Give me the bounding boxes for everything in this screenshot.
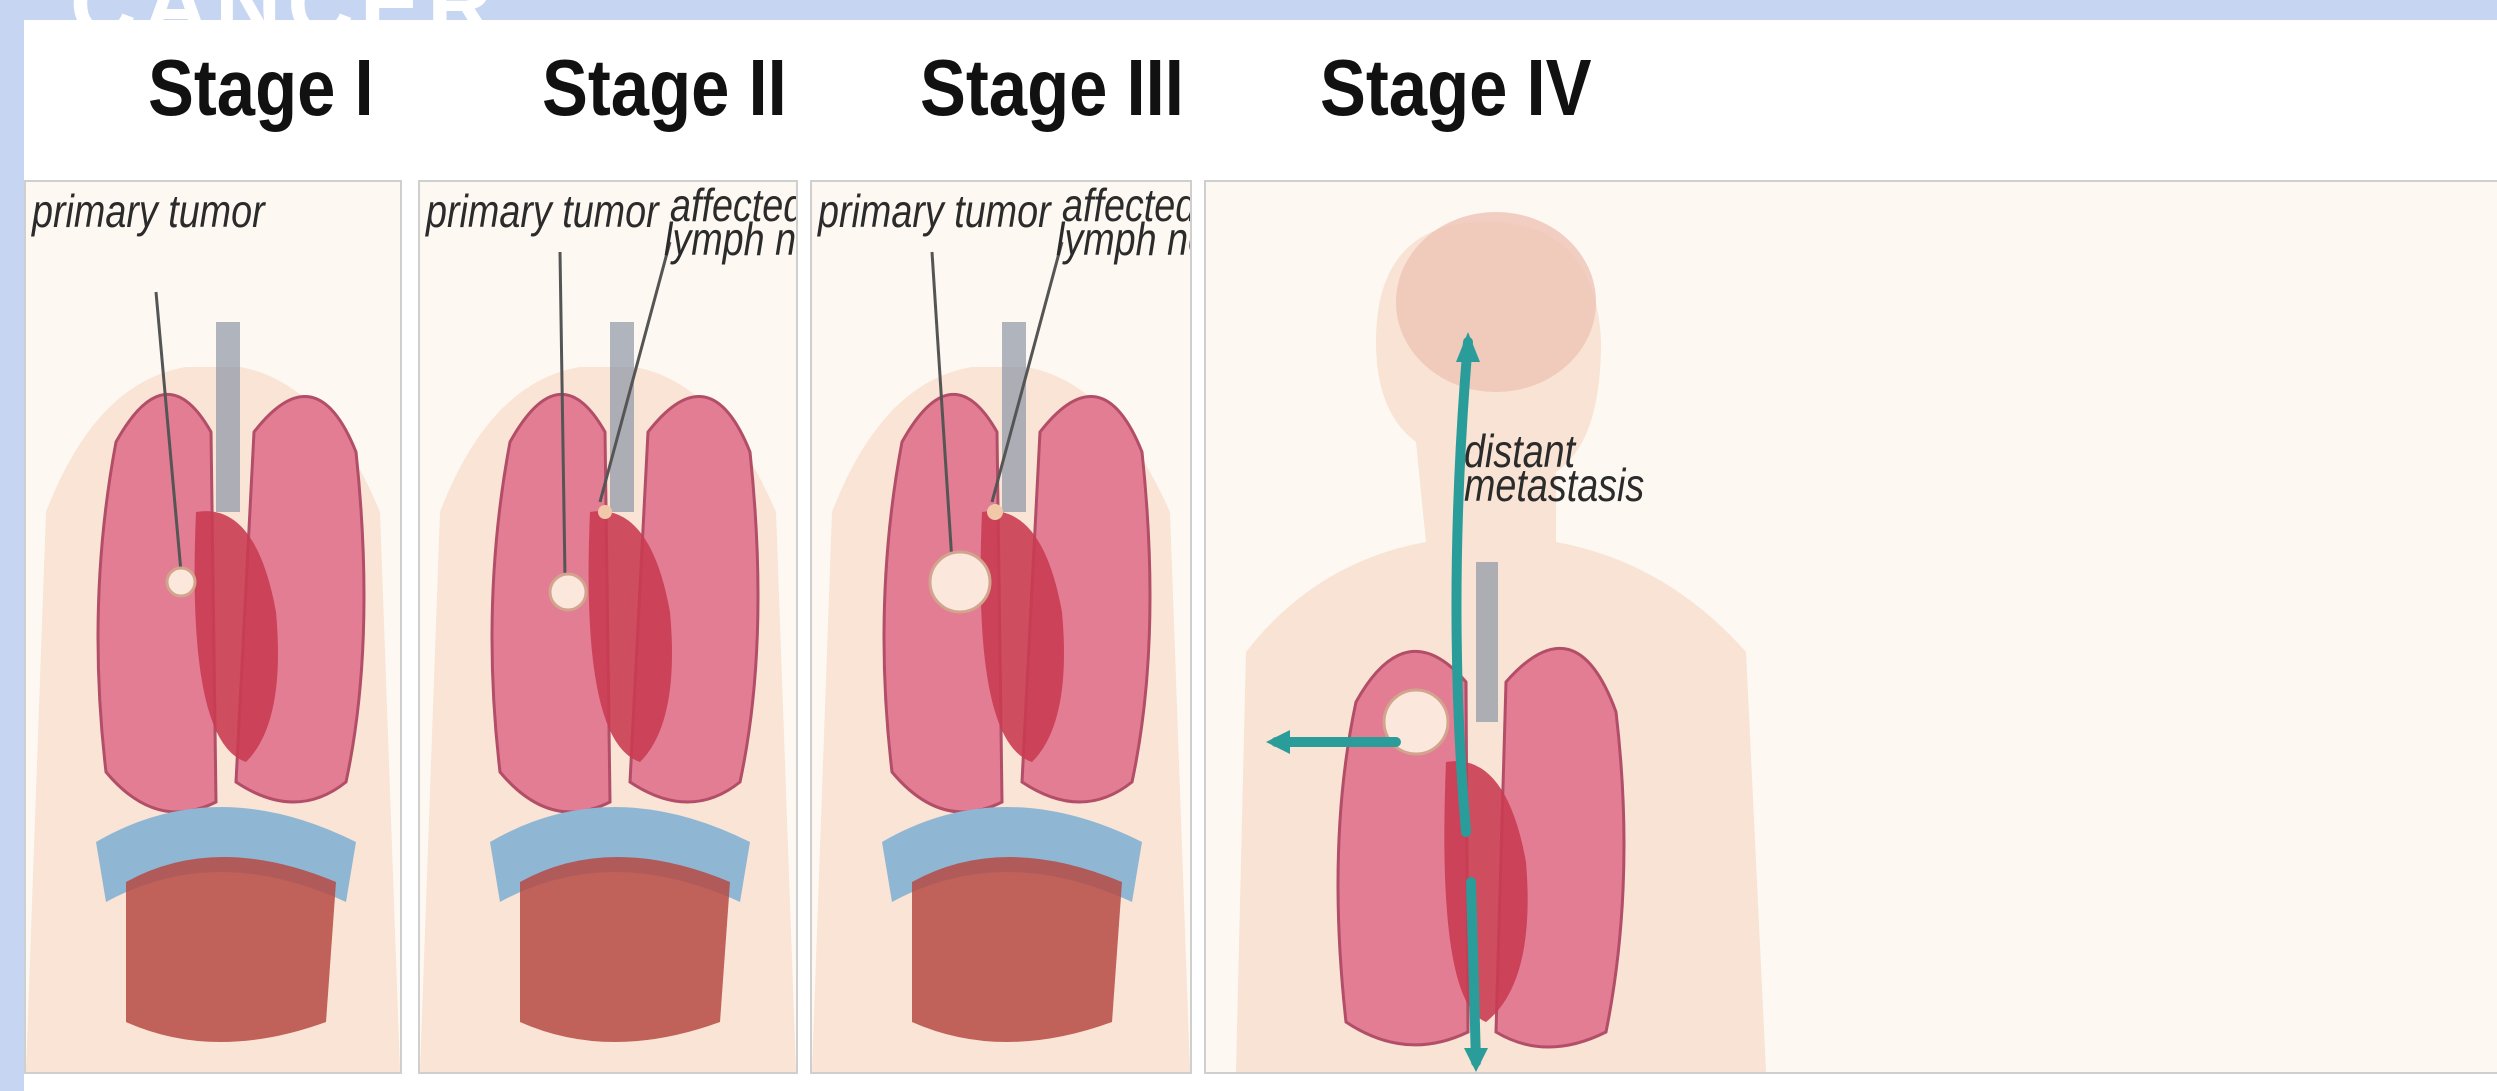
stage-1-panel: primary tumor — [24, 180, 402, 1074]
stage-4-panel: distant metastasis — [1204, 180, 2497, 1074]
stage-4-title: Stage IV — [1320, 42, 1591, 134]
primary-tumor — [930, 552, 990, 612]
stage-4-illustration — [1206, 182, 2497, 1072]
stage-4-metastasis-label: metastasis — [1464, 466, 1644, 504]
stage-2-illustration — [420, 182, 796, 1072]
stage-3-lymph-nodes-label: lymph nodes — [1056, 220, 1192, 258]
stage-3-title: Stage III — [920, 42, 1184, 134]
primary-tumor — [167, 568, 195, 596]
liver — [126, 857, 336, 1042]
affected-lymph-node — [598, 505, 612, 519]
stage-3-primary-tumor-label: primary tumor — [818, 192, 1051, 230]
stage-2-title: Stage II — [542, 42, 787, 134]
stage-3-panel: primary tumor affected lymph nodes — [810, 180, 1192, 1074]
metastasis-path-down — [1471, 882, 1476, 1062]
trachea — [216, 322, 240, 512]
stage-3-illustration — [812, 182, 1190, 1072]
liver — [520, 857, 730, 1042]
stage-1-title: Stage I — [148, 42, 374, 134]
stage-1-illustration — [26, 182, 400, 1072]
stage-2-primary-tumor-label: primary tumor — [426, 192, 659, 230]
liver — [912, 857, 1122, 1042]
affected-lymph-node — [987, 504, 1003, 520]
stage-2-panel: primary tumor affected lymph nodes — [418, 180, 798, 1074]
stage-1-primary-tumor-label: primary tumor — [32, 192, 265, 230]
stage-2-lymph-nodes-label: lymph nodes — [664, 220, 798, 258]
lung-cancer-stages-figure: Stage I Stage II Stage III Stage IV prim… — [24, 20, 2497, 1091]
trachea — [1476, 562, 1498, 722]
brain — [1396, 212, 1596, 392]
primary-tumor — [550, 574, 586, 610]
